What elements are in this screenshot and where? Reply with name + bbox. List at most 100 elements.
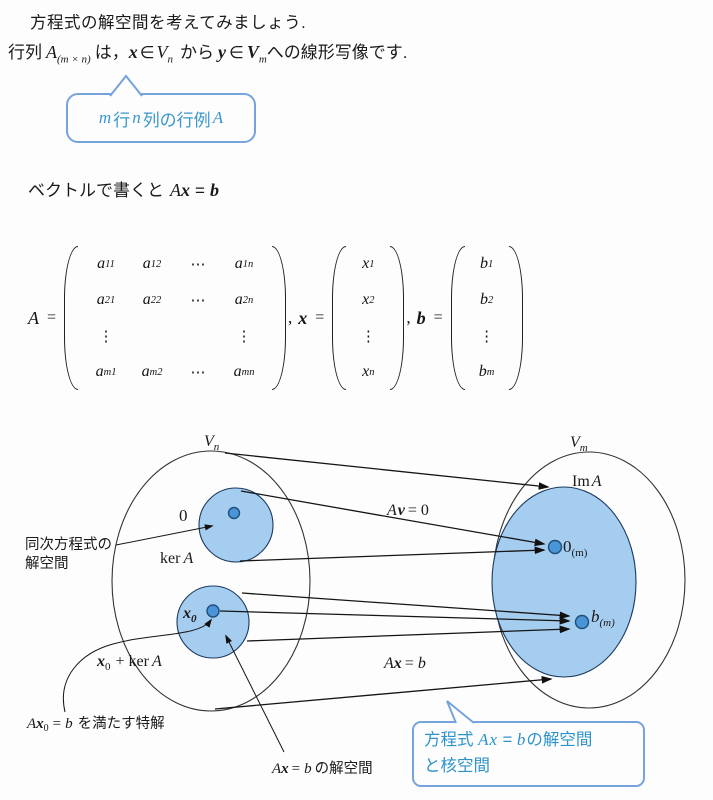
arrow-vn-to-imA-bottom (214, 675, 553, 710)
vecline-A: A (170, 180, 181, 200)
vector-x-symbol: x (128, 42, 138, 62)
arrow-x0-to-b-m (219, 610, 571, 625)
callout2-tail-up-icon (446, 700, 475, 724)
label-homogeneous-line1: 同次方程式の (25, 536, 112, 553)
eq-equals-1: = (47, 309, 57, 326)
label-zero-m: 0(m) (563, 537, 588, 559)
zero-m-dot (547, 539, 563, 555)
left-paren (64, 246, 79, 390)
space-Vm-subscript: m (258, 53, 267, 66)
eq-b-label: b (416, 307, 426, 328)
callout1-n: n (132, 108, 141, 127)
label-homogeneous-line2: 解空間 (25, 555, 69, 572)
intro-jp3: から (180, 43, 215, 62)
matrix-cell: ⋯ (190, 256, 206, 273)
label-Vn: Vn (204, 433, 220, 453)
callout2-jp1: 方程式 (424, 731, 474, 749)
domain-ellipse-Vn (111, 450, 311, 712)
label-b-m: b(m) (591, 607, 615, 629)
vector-cell: ⋮ (479, 328, 495, 345)
vector-cell: ⋮ (360, 328, 376, 345)
heading-line-1: 方程式の解空間を考えてみましょう. (30, 14, 307, 32)
vecline-eq: = (195, 181, 205, 200)
matrix-cell (175, 318, 221, 354)
label-Av0: Av= 0 (386, 502, 429, 519)
x0-dot (206, 604, 220, 618)
affine-solution-circle (176, 585, 250, 659)
matrix-A-subscript: (m × n) (57, 53, 91, 66)
arrow-solcircle-top-to-b-m (241, 592, 571, 620)
callout-tail-shape (109, 74, 143, 97)
matrix-cell: ⋮ (236, 328, 252, 345)
callout2-jp2: の解空間 (526, 731, 593, 749)
label-Axb: Ax=b (383, 655, 426, 672)
eq-A-label: A (28, 307, 39, 328)
solution-kernel-callout: 方程式 Ax = bの解空間 と核空間 (412, 700, 645, 788)
matrix-cell: ⋯ (190, 364, 206, 381)
callout1-jp2: 列の行例 (142, 110, 211, 130)
label-zero: 0 (179, 506, 188, 525)
vecline-b: b (209, 180, 219, 200)
callout2-tail-shape (446, 700, 475, 724)
leader-homogeneous-to-kernel (115, 524, 214, 546)
kernel-origin-dot (227, 506, 241, 520)
element-of-symbol: ∈ (139, 43, 155, 62)
arrow-kernel-to-zero-m (240, 490, 546, 547)
right-paren (272, 246, 287, 390)
space-Vn-symbol: V (156, 42, 168, 62)
callout2-x: x (489, 730, 498, 749)
arrow-kernel-bottom-to-zero-m (239, 546, 546, 562)
arrow-vn-to-imA-top (224, 452, 550, 490)
leader-particular-solution-to-x0 (63, 618, 213, 713)
matrix-cell (129, 318, 175, 354)
callout1-A: A (212, 108, 224, 127)
matrix-cell: ⋯ (190, 292, 206, 309)
callout2-b: b (516, 730, 526, 749)
right-paren (390, 246, 405, 390)
vecline-jp: ベクトルで書くと (28, 181, 164, 200)
kernel-circle-kerA (198, 487, 274, 563)
b-m-dot (574, 614, 590, 630)
left-paren (450, 246, 465, 390)
matrix-A-symbol: A (46, 42, 57, 62)
element-of-symbol-2: ∈ (229, 43, 244, 62)
eq-equals-3: = (433, 309, 443, 326)
arrow-solcircle-bottom-to-b-m (246, 625, 571, 642)
callout2-A: A (478, 730, 489, 749)
label-x0: x0 (182, 605, 197, 625)
callout-tail-up-icon (109, 74, 143, 97)
space-Vm-symbol: V (246, 42, 259, 62)
intro-jp2: は， (94, 43, 129, 62)
callout2-eq: = (502, 731, 513, 749)
eq-comma-1: , (288, 308, 293, 327)
eq-comma-2: , (406, 308, 411, 327)
